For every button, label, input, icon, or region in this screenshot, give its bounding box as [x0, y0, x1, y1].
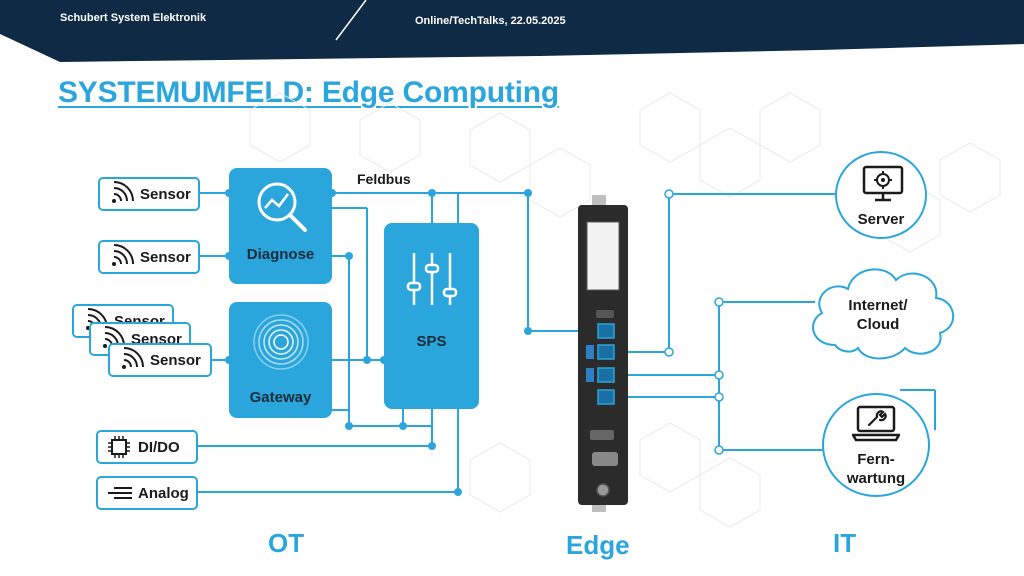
- sensor-input-5: Sensor: [108, 343, 212, 377]
- section-label-ot: OT: [268, 528, 305, 558]
- cloud-label-line2: Cloud: [856, 316, 900, 333]
- industrial-pc-icon: [578, 195, 628, 512]
- cloud-icon: [812, 268, 955, 360]
- page-title: SYSTEMUMFELD: Edge Computing: [58, 76, 560, 109]
- event-info: Online/TechTalks, 22.05.2025: [415, 15, 566, 27]
- cloud-node-label: Internet/ Cloud: [822, 296, 934, 334]
- magnifier-chart-icon: [257, 182, 307, 232]
- concentric-rings-icon: [253, 314, 309, 370]
- section-label-it: IT: [833, 528, 857, 558]
- section-label-edge: Edge: [566, 530, 630, 560]
- it-junction-dots: [664, 189, 724, 455]
- input-label: Sensor: [140, 248, 191, 266]
- sps-block: SPS: [384, 223, 479, 409]
- wireless-sensor-icon: [122, 347, 144, 369]
- cloud-label-line1: Internet/: [848, 297, 908, 314]
- analog-input-box: Analog: [96, 476, 198, 510]
- signal-lines-icon: [108, 487, 132, 499]
- fernwartung-label-line1: Fern-: [857, 451, 895, 468]
- block-label: Diagnose: [246, 246, 315, 263]
- input-label: DI/DO: [138, 438, 180, 456]
- wireless-sensor-icon: [112, 181, 134, 203]
- node-label: Server: [857, 211, 905, 228]
- input-label: Sensor: [150, 351, 201, 369]
- company-name: Schubert System Elektronik: [60, 12, 207, 24]
- block-label: Gateway: [249, 389, 312, 406]
- monitor-gear-icon: [862, 165, 904, 202]
- wireless-sensor-icon: [112, 244, 134, 266]
- fernwartung-label-line2: wartung: [846, 470, 906, 487]
- block-label: SPS: [416, 333, 447, 350]
- input-label: Sensor: [140, 185, 191, 203]
- gateway-block: Gateway: [229, 302, 332, 418]
- sensor-input-1: Sensor: [98, 177, 200, 211]
- input-label: Analog: [138, 484, 189, 502]
- header-bar: Schubert System Elektronik Online/TechTa…: [0, 0, 1024, 62]
- chip-icon: [108, 436, 130, 458]
- laptop-wrench-icon: [852, 405, 900, 442]
- server-node: Server: [835, 151, 927, 239]
- sensor-input-2: Sensor: [98, 240, 200, 274]
- hexagon-background-pattern: [249, 92, 1001, 528]
- header-background: [0, 0, 1024, 62]
- fernwartung-node: Fern- wartung: [822, 393, 930, 497]
- slider-controls-icon: [406, 253, 458, 305]
- didoinput-box: DI/DO: [96, 430, 198, 464]
- feldbus-label: Feldbus: [357, 171, 411, 187]
- diagnose-block: Diagnose: [229, 168, 332, 284]
